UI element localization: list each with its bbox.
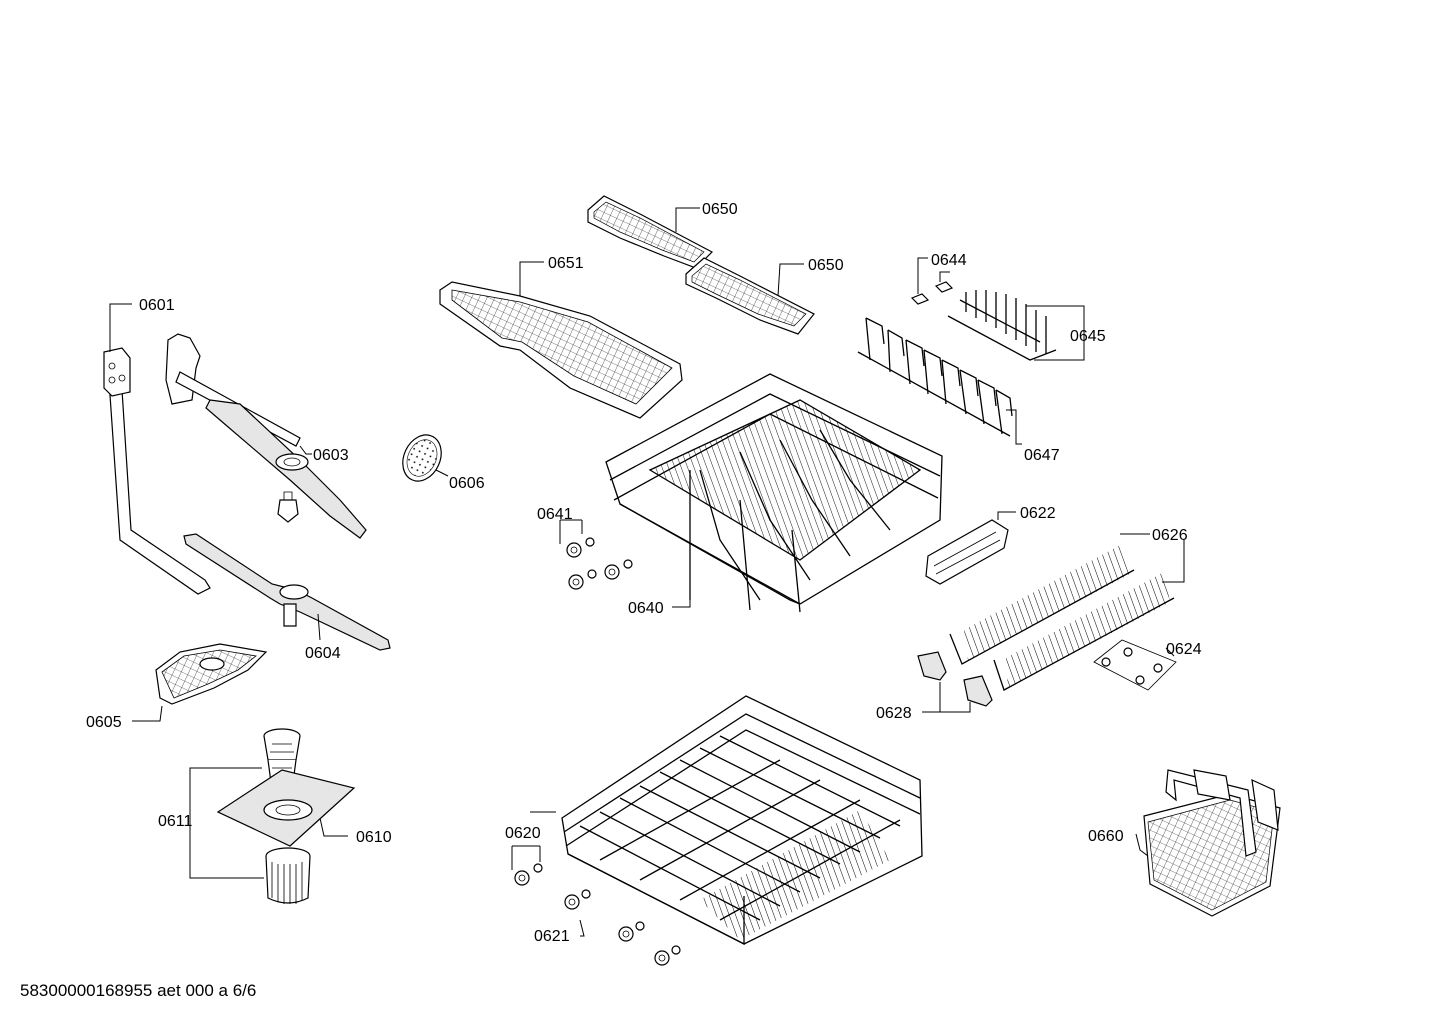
cutlery-insert-lower-part [685, 257, 815, 335]
fine-filter-cylinder-part [265, 847, 311, 904]
callout-0601: 0601 [139, 297, 175, 314]
callout-0650-a: 0650 [702, 201, 738, 218]
lower-spray-arm-part [183, 533, 391, 651]
leader-0650-a [675, 207, 700, 232]
leader-0604 [317, 613, 321, 641]
callout-0647: 0647 [1024, 447, 1060, 464]
leader-0647 [1006, 409, 1022, 445]
callout-0603: 0603 [313, 447, 349, 464]
leader-0651 [519, 261, 544, 296]
callout-0624: 0624 [1166, 641, 1202, 658]
basket-handle-part [925, 519, 1009, 585]
leader-0644 [917, 257, 950, 294]
callout-0606: 0606 [449, 475, 485, 492]
callout-0651: 0651 [548, 255, 584, 272]
callout-0660: 0660 [1088, 828, 1124, 845]
callout-0622: 0622 [1020, 505, 1056, 522]
lower-basket-rollers-part [514, 863, 681, 966]
lower-basket-part [561, 695, 923, 946]
rack-clips-part [1093, 639, 1177, 691]
leader-0610 [319, 817, 348, 837]
leader-0640 [672, 578, 691, 608]
clip-parts-0644 [910, 281, 954, 305]
cutlery-basket-part [1143, 769, 1281, 917]
callout-0628: 0628 [876, 705, 912, 722]
leader-0624 [1165, 647, 1175, 657]
leader-0621 [511, 845, 585, 937]
callout-0626: 0626 [1152, 527, 1188, 544]
document-reference-footer: 58300000168955 aet 000 a 6/6 [20, 981, 257, 1000]
upper-basket-rollers-part [566, 537, 633, 590]
leader-0645 [1026, 305, 1085, 361]
callout-0604: 0604 [305, 645, 341, 662]
plate-racks-part [949, 544, 1175, 691]
filter-cover-part [155, 643, 268, 705]
leader-0605 [132, 705, 163, 722]
upper-basket-part [605, 373, 943, 613]
callout-0640: 0640 [628, 600, 664, 617]
callout-0610: 0610 [356, 829, 392, 846]
leader-0622 [997, 511, 1016, 520]
callout-0605: 0605 [86, 714, 122, 731]
leader-0628 [922, 682, 971, 713]
supply-pipe-part [103, 347, 211, 595]
leader-0601 [109, 303, 132, 352]
cutlery-insert-upper-part [587, 195, 713, 269]
callout-0650-b: 0650 [808, 257, 844, 274]
callout-0621: 0621 [534, 928, 570, 945]
leader-0660 [1135, 833, 1149, 857]
micro-filter-disc-part [402, 434, 442, 482]
callout-0620: 0620 [505, 825, 541, 842]
leader-0641 [559, 519, 583, 544]
flat-filter-plate-part [216, 769, 356, 847]
callout-0611: 0611 [158, 813, 193, 830]
leader-0603 [299, 445, 312, 455]
leader-0606 [435, 469, 449, 477]
upper-spray-arm-part [165, 333, 367, 539]
folding-spikes-part [857, 317, 1013, 437]
cutlery-tray-part [439, 281, 683, 419]
callout-0644: 0644 [931, 252, 967, 269]
leader-0650-b [777, 263, 804, 297]
leader-0626 [1120, 533, 1185, 583]
callout-0645: 0645 [1070, 328, 1106, 345]
rail-fixings-part [917, 651, 993, 707]
callout-0641: 0641 [537, 506, 573, 523]
cup-rack-part [947, 290, 1057, 361]
leader-0611 [189, 767, 264, 879]
